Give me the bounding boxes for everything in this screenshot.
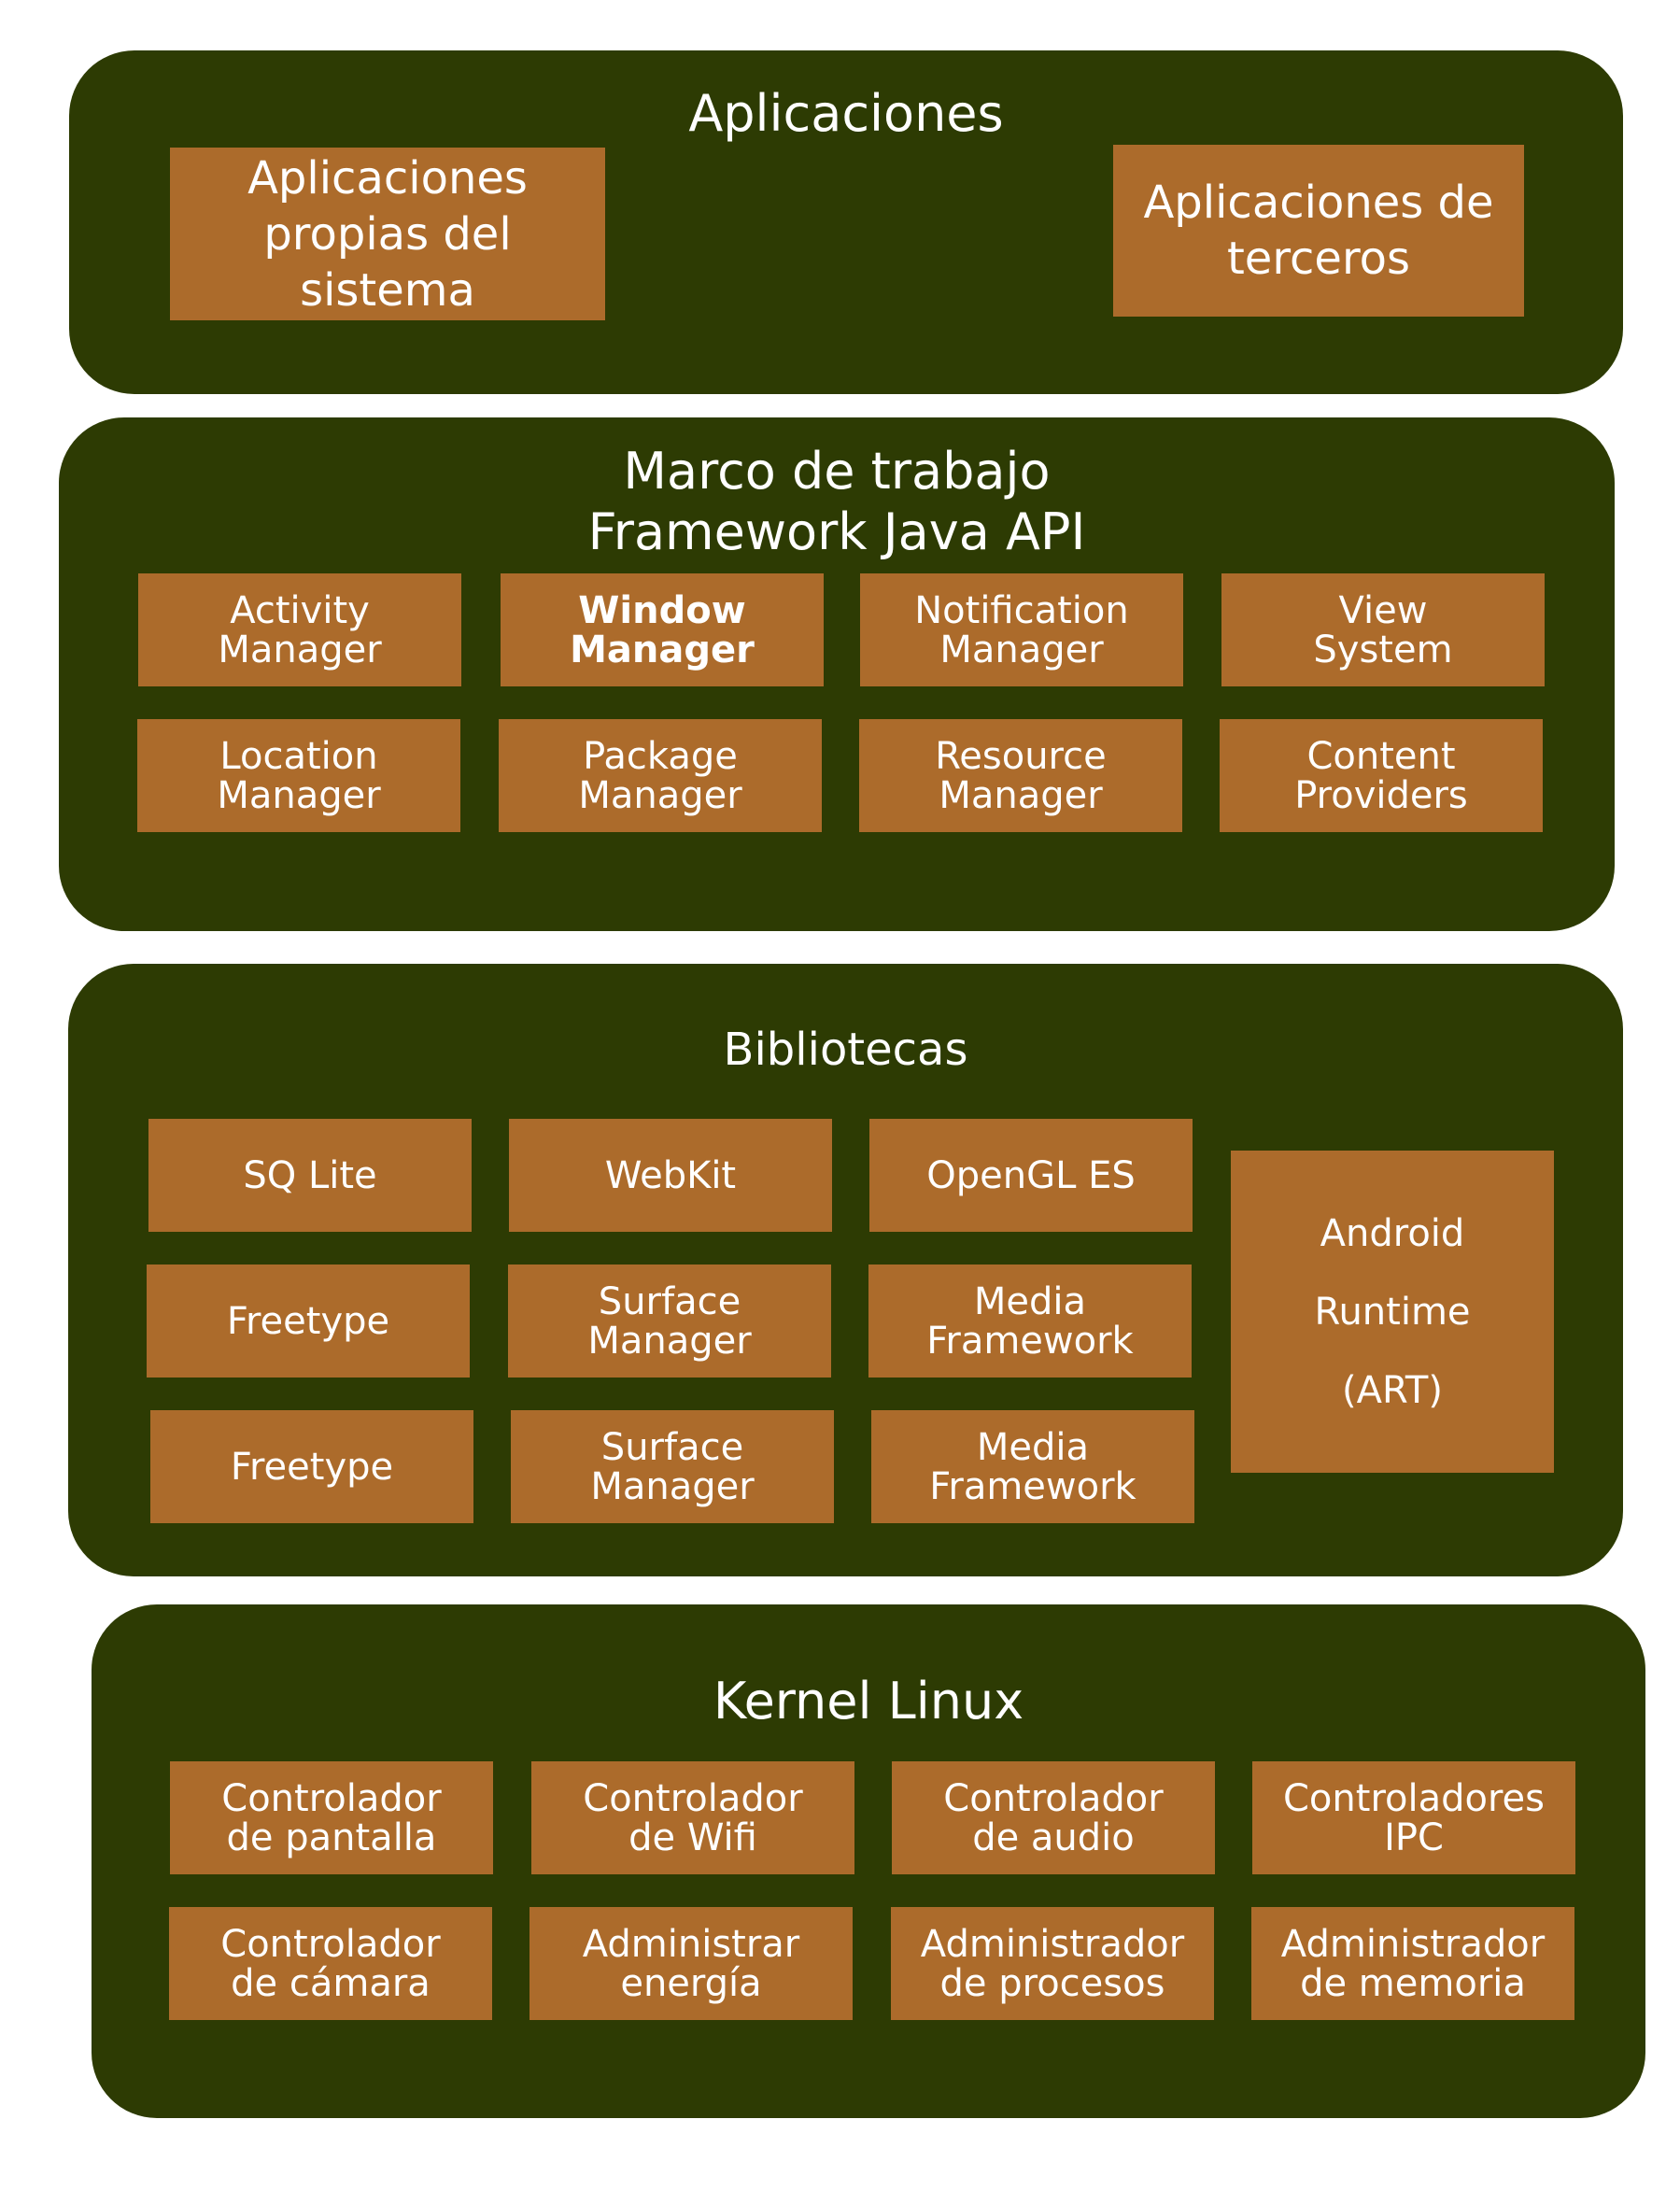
box-media-framework: Media Framework	[868, 1265, 1192, 1378]
box-controlador-pantalla: Controlador de pantalla	[170, 1761, 493, 1874]
box-controlador-audio: Controlador de audio	[892, 1761, 1215, 1874]
box-controlador-wifi: Controlador de Wifi	[531, 1761, 854, 1874]
box-sqlite: SQ Lite	[148, 1119, 472, 1232]
layer-title-kernel: Kernel Linux	[713, 1672, 1024, 1731]
box-surface-manager: Surface Manager	[508, 1265, 831, 1378]
box-administrador-memoria: Administrador de memoria	[1251, 1907, 1574, 2020]
box-view-system: View System	[1221, 573, 1545, 686]
box-resource-manager: Resource Manager	[859, 719, 1182, 832]
box-freetype: Freetype	[147, 1265, 470, 1378]
box-location-manager: Location Manager	[137, 719, 460, 832]
layer-title-bibliotecas: Bibliotecas	[723, 1024, 968, 1076]
box-administrador-procesos: Administrador de procesos	[891, 1907, 1214, 2020]
box-controlador-camara: Controlador de cámara	[169, 1907, 492, 2020]
box-aplicaciones-propias: Aplicaciones propias del sistema	[170, 148, 605, 320]
box-webkit: WebKit	[509, 1119, 832, 1232]
layer-title-aplicaciones: Aplicaciones	[688, 84, 1004, 143]
box-package-manager: Package Manager	[499, 719, 822, 832]
box-administrar-energia: Administrar energía	[529, 1907, 853, 2020]
box-freetype-2: Freetype	[150, 1410, 473, 1523]
box-media-framework-2: Media Framework	[871, 1410, 1194, 1523]
layer-title-framework: Marco de trabajo Framework Java API	[587, 442, 1086, 561]
box-notification-manager: Notification Manager	[860, 573, 1183, 686]
box-opengl-es: OpenGL ES	[869, 1119, 1193, 1232]
box-window-manager: Window Manager	[501, 573, 824, 686]
box-activity-manager: Activity Manager	[138, 573, 461, 686]
box-android-runtime: Android Runtime (ART)	[1231, 1151, 1554, 1473]
box-content-providers: Content Providers	[1220, 719, 1543, 832]
box-controladores-ipc: Controladores IPC	[1252, 1761, 1575, 1874]
box-surface-manager-2: Surface Manager	[511, 1410, 834, 1523]
box-aplicaciones-terceros: Aplicaciones de terceros	[1113, 145, 1524, 317]
